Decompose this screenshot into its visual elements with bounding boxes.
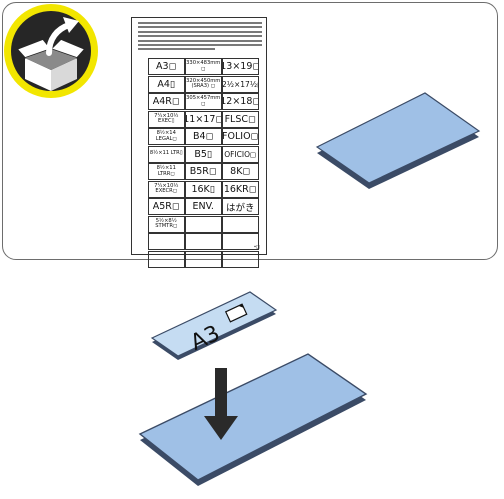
paper-size-cell: 7¼×10½ EXEC▯	[148, 111, 185, 128]
paper-size-cell: ENV.	[185, 198, 222, 215]
paper-size-cell	[148, 251, 185, 268]
paper-size-cell	[222, 216, 259, 233]
paper-size-row: 8½×14 LEGAL◻B4◻FOLIO◻	[148, 128, 259, 145]
paper-size-row: 7¼×10½ EXECR◻16K▯16KR◻	[148, 181, 259, 198]
paper-size-cell: A4▯	[148, 76, 185, 93]
paper-size-cell: A3◻	[148, 58, 185, 75]
sheet-instruction-text	[138, 22, 262, 53]
attach-label-illustration: A3	[120, 290, 380, 495]
paper-size-cell: A5R◻	[148, 198, 185, 215]
paper-size-row: A4▯320×450mm (SRA3) ◻12½×17½◻	[148, 76, 259, 93]
paper-size-cell: 12×18◻	[222, 93, 259, 110]
instruction-panel: A3◻330×483mm ◻13×19◻A4▯320×450mm (SRA3) …	[2, 2, 498, 260]
open-box-icon	[3, 3, 103, 103]
paper-size-cell: B5R◻	[185, 163, 222, 180]
paper-size-row: 5½×8½ STMTR◻	[148, 216, 259, 233]
paper-size-cell: 12½×17½◻	[222, 76, 259, 93]
paper-size-cell: 8½×11 LTRR◻	[148, 163, 185, 180]
paper-size-row	[148, 251, 259, 268]
paper-size-cell	[148, 233, 185, 250]
paper-size-cell: 305×457mm ◻	[185, 93, 222, 110]
paper-size-row: A4R◻305×457mm ◻12×18◻	[148, 93, 259, 110]
paper-size-cell: 8K◻	[222, 163, 259, 180]
paper-size-cell: 320×450mm (SRA3) ◻	[185, 76, 222, 93]
paper-size-cell: 8½×11 LTR▯	[148, 146, 185, 163]
paper-size-cell	[185, 216, 222, 233]
paper-size-cell: FOLIO◻	[222, 128, 259, 145]
paper-size-cell: B4◻	[185, 128, 222, 145]
paper-size-row: A3◻330×483mm ◻13×19◻	[148, 58, 259, 75]
paper-size-row	[148, 233, 259, 250]
paper-size-row: 8½×11 LTRR◻B5R◻8K◻	[148, 163, 259, 180]
paper-size-cell: はがき	[222, 198, 259, 215]
paper-size-cell: B5▯	[185, 146, 222, 163]
paper-size-cell: A4R◻	[148, 93, 185, 110]
paper-size-cell: 11×17◻	[185, 111, 222, 128]
sheet-footer-mark: ▪◻	[254, 244, 260, 250]
paper-size-cell	[185, 233, 222, 250]
paper-size-row: A5R◻ENV.はがき	[148, 198, 259, 215]
paper-size-cell: OFICIO◻	[222, 146, 259, 163]
paper-size-label-sheet: A3◻330×483mm ◻13×19◻A4▯320×450mm (SRA3) …	[131, 17, 267, 255]
paper-size-cell	[222, 251, 259, 268]
paper-size-grid: A3◻330×483mm ◻13×19◻A4▯320×450mm (SRA3) …	[148, 58, 259, 268]
paper-size-cell	[222, 233, 259, 250]
paper-size-cell: FLSC◻	[222, 111, 259, 128]
paper-size-cell	[185, 251, 222, 268]
paper-size-cell: 8½×14 LEGAL◻	[148, 128, 185, 145]
paper-size-cell: 16KR◻	[222, 181, 259, 198]
paper-size-row: 8½×11 LTR▯B5▯OFICIO◻	[148, 146, 259, 163]
paper-size-cell: 16K▯	[185, 181, 222, 198]
paper-size-cell: 7¼×10½ EXECR◻	[148, 181, 185, 198]
label-slot-illustration	[313, 91, 483, 201]
paper-size-cell: 13×19◻	[222, 58, 259, 75]
paper-size-cell: 5½×8½ STMTR◻	[148, 216, 185, 233]
paper-size-cell: 330×483mm ◻	[185, 58, 222, 75]
paper-size-row: 7¼×10½ EXEC▯11×17◻FLSC◻	[148, 111, 259, 128]
